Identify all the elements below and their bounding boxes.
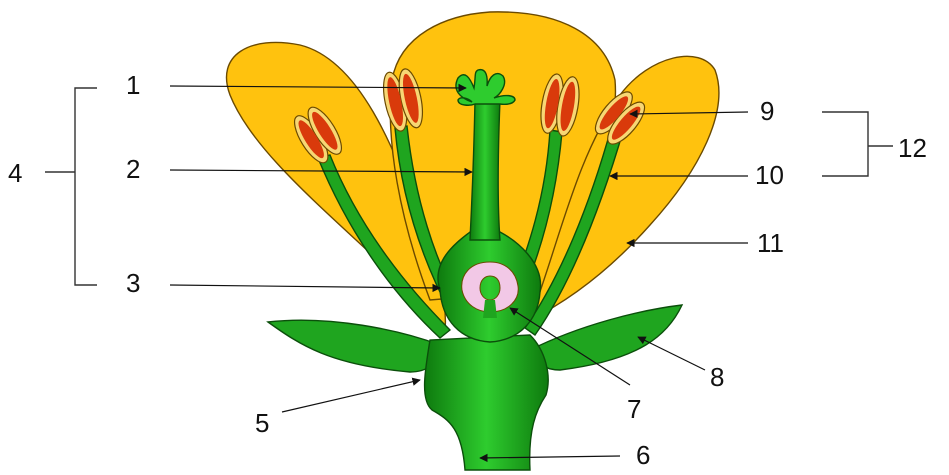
- sepal-left: [268, 320, 440, 372]
- sepal-right: [530, 305, 682, 370]
- label-3: 3: [126, 268, 140, 298]
- style: [470, 100, 500, 240]
- label-9: 9: [760, 96, 774, 126]
- label-5: 5: [255, 408, 269, 438]
- bracket-4: [45, 88, 97, 285]
- label-2: 2: [126, 154, 140, 184]
- label-12: 12: [898, 133, 927, 163]
- label-8: 8: [710, 362, 724, 392]
- label-10: 10: [755, 160, 784, 190]
- leader-5: [282, 380, 420, 412]
- label-7: 7: [627, 394, 641, 424]
- label-6: 6: [636, 440, 650, 470]
- label-1: 1: [126, 70, 140, 100]
- receptacle: [425, 335, 549, 470]
- leader-8: [638, 337, 705, 370]
- ovule-stalk: [483, 300, 497, 318]
- label-11: 11: [757, 228, 784, 258]
- bracket-12: [822, 112, 893, 176]
- label-4: 4: [8, 158, 22, 188]
